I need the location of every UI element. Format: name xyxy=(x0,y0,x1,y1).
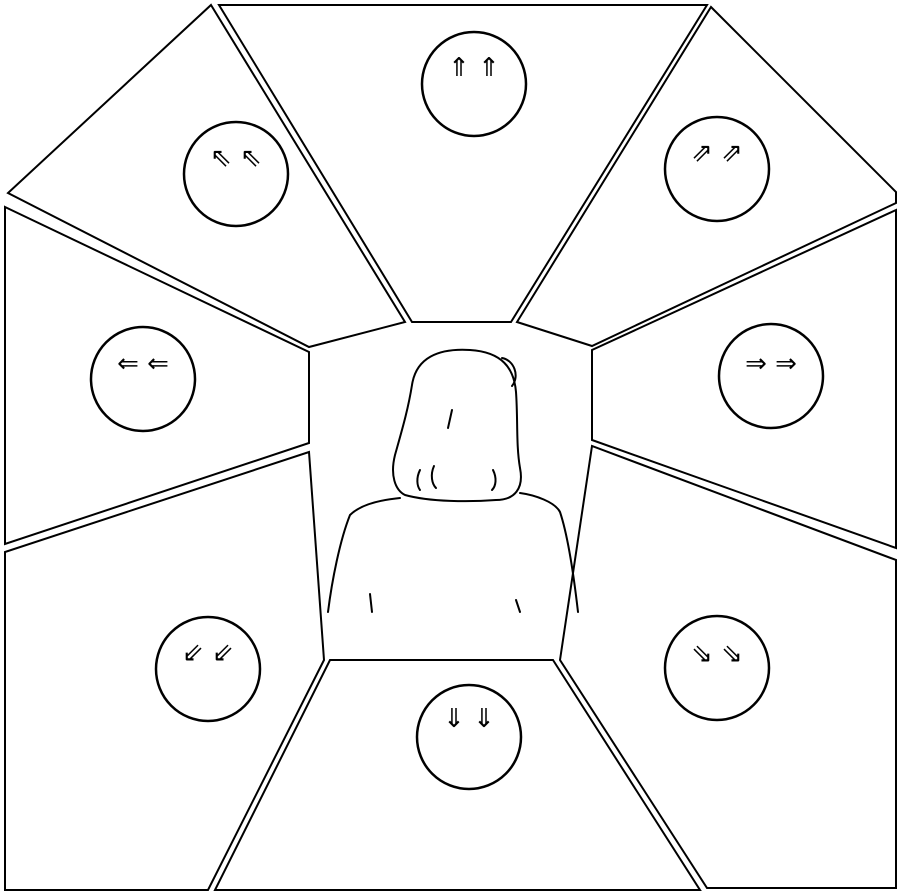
person-body xyxy=(328,493,578,612)
up-circle[interactable] xyxy=(422,32,526,136)
move-up-button[interactable]: ⇑ ⇑ xyxy=(422,32,526,136)
person-hair-strand-4 xyxy=(492,470,496,490)
up-right-circle[interactable] xyxy=(665,117,769,221)
left-circle[interactable] xyxy=(91,327,195,431)
person-back-view xyxy=(328,350,578,612)
person-arm-line-left xyxy=(370,594,372,612)
move-up-left-button[interactable]: ⇖ ⇖ xyxy=(184,122,288,226)
person-hair-strand-1 xyxy=(448,410,452,428)
down-circle[interactable] xyxy=(417,685,521,789)
right-circle[interactable] xyxy=(719,324,823,428)
move-up-right-button[interactable]: ⇗ ⇗ xyxy=(665,117,769,221)
person-hair-strand-2 xyxy=(417,470,420,490)
down-left-circle[interactable] xyxy=(156,617,260,721)
up-left-circle[interactable] xyxy=(184,122,288,226)
move-down-right-button[interactable]: ⇘ ⇘ xyxy=(665,616,769,720)
move-right-button[interactable]: ⇒ ⇒ xyxy=(719,324,823,428)
person-hair xyxy=(393,350,521,501)
person-arm-line-right xyxy=(516,600,520,612)
move-down-left-button[interactable]: ⇙ ⇙ xyxy=(156,617,260,721)
move-down-button[interactable]: ⇓ ⇓ xyxy=(417,685,521,789)
person-hair-strand-3 xyxy=(432,466,436,488)
down-right-circle[interactable] xyxy=(665,616,769,720)
move-left-button[interactable]: ⇐ ⇐ xyxy=(91,327,195,431)
